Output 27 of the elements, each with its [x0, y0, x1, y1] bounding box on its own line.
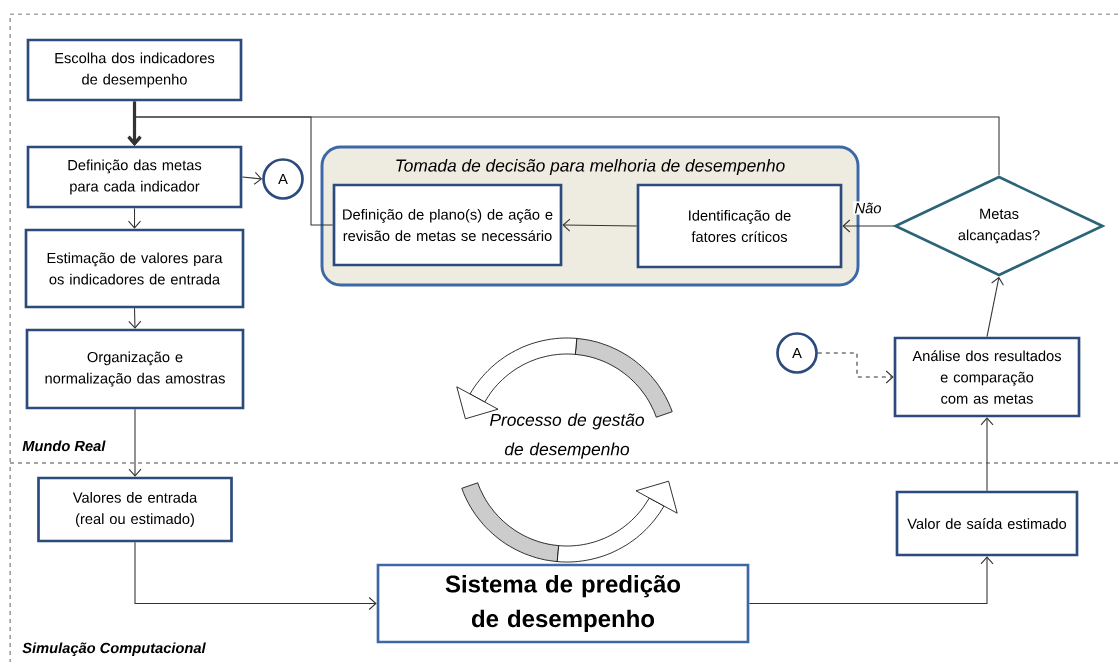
process-box: Escolha dos indicadores de desempenho: [26, 38, 243, 102]
group-heading: Tomada de decisão para melhoria de desempenho: [396, 158, 785, 176]
process-box: Definição das metas para cada indicador: [26, 145, 243, 209]
arrow: [127, 207, 142, 229]
process-box: Estimação de valores para os indicadores de entrada: [24, 228, 245, 309]
arrow: [241, 171, 263, 185]
arrow: [817, 352, 894, 384]
process-box: Sistema de predição de desempenho: [376, 563, 750, 644]
arrow: [128, 408, 142, 477]
edge-label: Não: [853, 201, 883, 215]
arrow: [748, 556, 994, 605]
process-box: Identificação de fatores críticos: [636, 183, 843, 269]
arrow: [986, 276, 1004, 338]
process-box: Organização e normalização das amostras: [25, 328, 245, 410]
process-box: Definição de plano(s) de ação e revisão de metas se necessário: [332, 183, 563, 267]
arrow: [127, 101, 142, 146]
cycle-caption: Processo de gestão de desempenho: [490, 413, 644, 459]
process-box: Valor de saída estimado: [895, 490, 1079, 557]
arrow: [562, 218, 638, 232]
process-box: Valores de entrada (real ou estimado): [37, 476, 233, 543]
arrow: [980, 417, 994, 492]
process-box: Análise dos resultados e comparação com as metas: [893, 336, 1081, 418]
arrow: [128, 307, 142, 329]
region-label: Mundo Real: [22, 440, 106, 452]
arrow: [842, 219, 895, 233]
arrow: [134, 541, 377, 611]
region-label: Simulação Computacional: [22, 642, 206, 657]
